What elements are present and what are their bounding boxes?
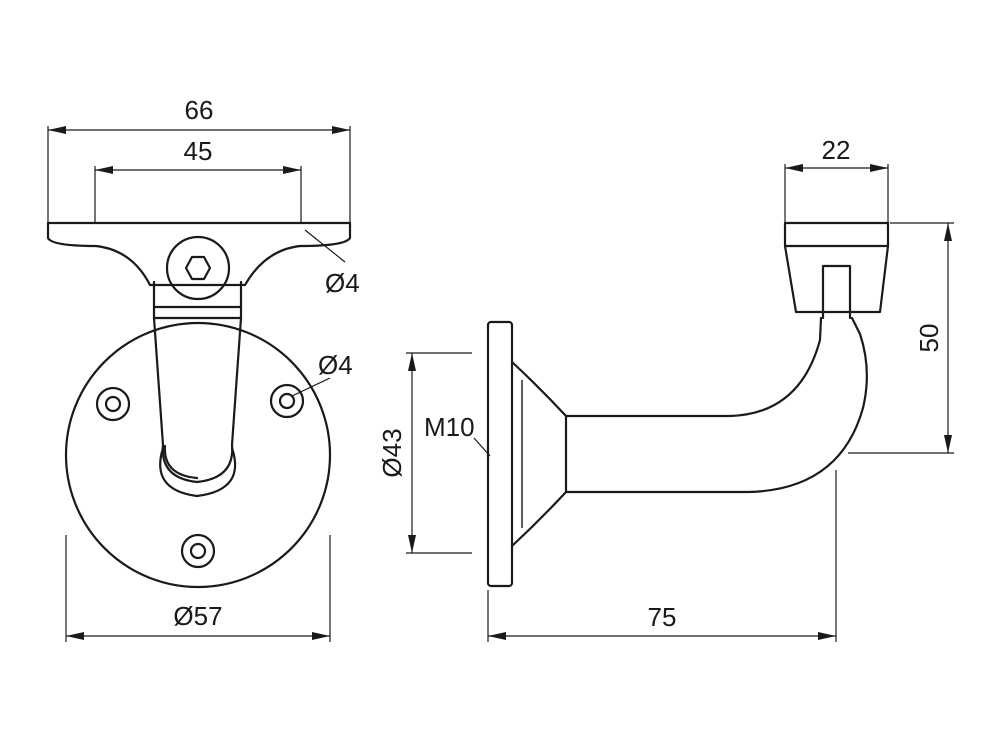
dim-cup-width: 22 xyxy=(784,135,889,222)
dim-projection: 75 xyxy=(487,470,837,642)
neck xyxy=(821,264,852,320)
dim-flange-dia: Ø43 xyxy=(377,352,472,554)
dim-plate-width-label: 66 xyxy=(185,95,214,125)
side-view: 22 50 Ø43 M10 xyxy=(377,135,954,642)
dim-projection-label: 75 xyxy=(648,602,677,632)
base-hole-dia-label: Ø4 xyxy=(318,350,353,380)
dim-plate-width: 66 xyxy=(47,95,351,222)
thread-label: M10 xyxy=(424,412,475,442)
arm-inner xyxy=(564,316,868,494)
hinge-boss xyxy=(165,235,231,301)
hinge-knuckle xyxy=(152,280,243,320)
dim-flange-dia-label: Ø43 xyxy=(377,428,407,477)
top-plate xyxy=(46,221,352,287)
top-hole-dia-label: Ø4 xyxy=(325,268,360,298)
flange-cone xyxy=(510,360,568,548)
hex-socket-icon xyxy=(184,255,212,281)
base-hole-left xyxy=(95,386,131,422)
dim-hole-spacing: 45 xyxy=(94,136,302,222)
rail-cup xyxy=(783,221,890,314)
arm-front xyxy=(152,316,243,484)
dim-cup-width-label: 22 xyxy=(822,135,851,165)
dim-height-label: 50 xyxy=(914,324,944,353)
leader-base-hole: Ø4 xyxy=(291,350,353,397)
leader-thread: M10 xyxy=(424,412,491,457)
dim-height: 50 xyxy=(848,222,954,454)
base-disc xyxy=(64,321,332,589)
leader-top-hole: Ø4 xyxy=(304,229,360,298)
arm-outer xyxy=(564,316,823,418)
base-hole-bottom xyxy=(180,533,216,569)
dim-base-dia: Ø57 xyxy=(65,535,331,642)
dim-base-dia-label: Ø57 xyxy=(173,601,222,631)
base-hole-right xyxy=(269,383,305,419)
arm-socket xyxy=(159,446,237,498)
flange-plate xyxy=(486,320,514,588)
dim-hole-spacing-label: 45 xyxy=(184,136,213,166)
front-view: 66 45 Ø4 Ø4 Ø57 xyxy=(46,95,360,642)
